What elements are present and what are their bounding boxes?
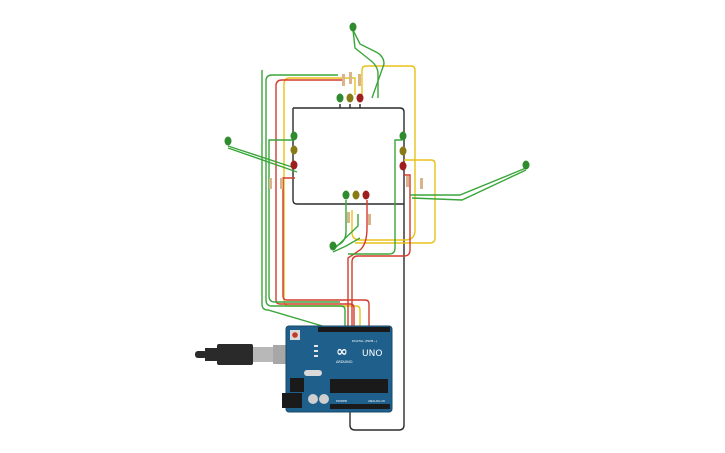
atmega-chip-icon — [330, 379, 388, 393]
led-green-icon — [336, 93, 344, 103]
arduino-logo-icon: ∞ — [336, 344, 348, 360]
led-yellow-icon — [290, 145, 298, 155]
led-bottom-far-icon — [329, 241, 337, 251]
power-header-label: POWER — [336, 399, 347, 403]
led-green-icon — [290, 131, 298, 141]
traffic-light-top[interactable] — [336, 72, 364, 103]
led-yellow-icon — [399, 146, 407, 156]
led-green-icon — [399, 131, 407, 141]
traffic-light-right[interactable] — [399, 131, 424, 190]
led-red-icon — [290, 160, 298, 170]
traffic-light-bottom[interactable] — [342, 190, 372, 226]
led-green-icon — [342, 190, 350, 200]
led-red-icon — [362, 190, 370, 200]
board-brand-label: ARDUINO — [336, 360, 353, 364]
usb-cable[interactable] — [195, 344, 300, 365]
led-left-far-icon — [224, 136, 232, 146]
green-wires[interactable] — [227, 29, 527, 331]
digital-header-label: DIGITAL (PWM~) — [352, 339, 377, 343]
ground-wires[interactable] — [292, 104, 405, 431]
led-red-icon — [399, 161, 407, 171]
analog-header-label: ANALOG IN — [368, 399, 385, 403]
led-yellow-icon — [346, 93, 354, 103]
arduino-board[interactable]: ∞ UNO ARDUINO DIGITAL (PWM~) POWER ANALO… — [282, 325, 393, 413]
led-yellow-icon — [352, 190, 360, 200]
red-wires[interactable] — [275, 79, 411, 330]
led-red-icon — [356, 93, 364, 103]
led-top-far-icon — [349, 22, 357, 32]
led-right-far-icon — [522, 160, 530, 170]
pedestrian-leds[interactable] — [224, 22, 530, 251]
board-model-label: UNO — [362, 349, 382, 359]
traffic-light-left[interactable] — [269, 131, 298, 190]
